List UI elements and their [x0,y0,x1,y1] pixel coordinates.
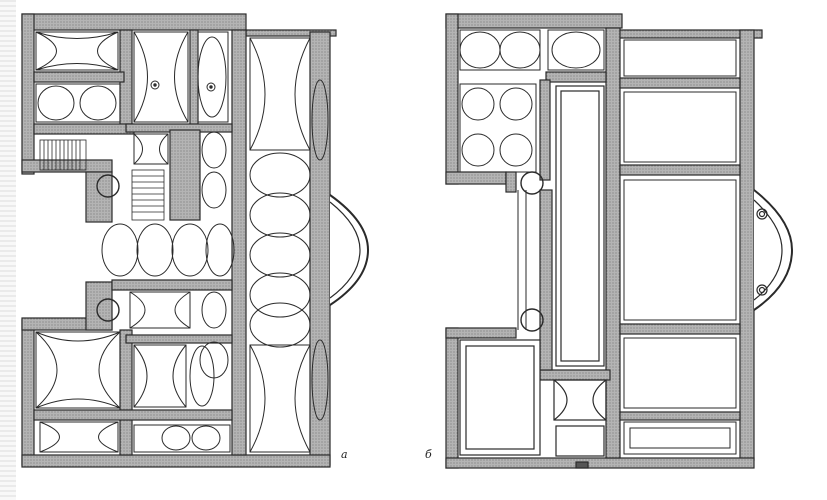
plan-a-outer-walls [21,13,337,468]
plan-b-lower-rooms [459,339,607,469]
plan-b-outer-walls [445,13,763,469]
plan-b-bay [753,189,794,311]
plan-a-bay [329,194,370,306]
plan-b-upper-vaults [459,29,605,332]
plan-a-lower-vaults [35,331,231,453]
plan-a-label: a [341,448,348,461]
plan-a-stairs [39,139,165,322]
plan-a-hall-vaults [249,37,329,453]
plan-b-left-corridor [517,190,527,330]
plan-a-corridor-vaults [101,131,235,379]
plan-b-central-room [555,85,605,367]
plan-a-upper-vaults [35,31,229,165]
plan-b-floor-plan [445,13,794,469]
plan-a-vaulting-plan [21,13,370,468]
plan-b-inner-walls [539,27,741,459]
plan-b-right-rooms [623,39,737,455]
scan-edge-noise [0,0,16,500]
plan-a-inner-walls [33,29,247,456]
plan-b-label: б [425,448,432,461]
